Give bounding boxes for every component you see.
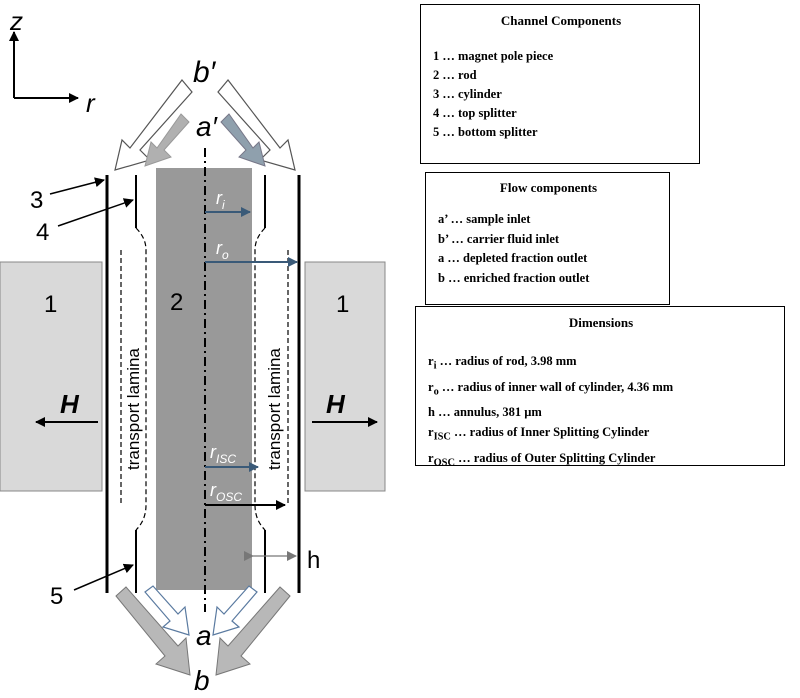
flow-components-box: Flow components a’ … sample inlet b’ … c… [425,172,670,305]
list-item: a … depleted fraction outlet [438,251,588,265]
channel-components-list: 1 … magnet pole piece 2 … rod 3 … cylind… [433,47,689,142]
label-5: 5 [50,583,63,610]
label-h: h [307,547,320,574]
sample-inlet-arrow-right [220,113,266,167]
label-a-prime: a′ [196,111,219,142]
leader-4 [57,198,134,227]
channel-components-box: Channel Components 1 … magnet pole piece… [420,4,700,164]
depleted-outlet-arrow-left [144,585,190,636]
list-item: h … annulus, 381 µm [428,405,542,419]
label-rod: 2 [170,289,183,316]
label-field-right: H [326,389,346,419]
label-a: a [196,620,212,651]
leader-3 [49,177,105,195]
dimensions-list: ri … radius of rod, 3.98 mm ro … radius … [428,351,774,473]
axis-r-label: r [86,88,96,118]
carrier-inlet-arrow-left [114,79,193,171]
transport-lamina-label-right: transport lamina [265,348,284,470]
flow-components-title: Flow components [499,180,598,195]
label-field-left: H [60,389,80,419]
axes-indicator: z r [9,6,96,118]
enriched-outlet-arrow-right [215,586,291,676]
label-b-prime: b′ [193,56,217,89]
label-3: 3 [30,187,43,214]
depleted-outlet-arrow-right [212,585,258,636]
pole-piece-left [0,261,103,492]
carrier-inlet-arrow-right [217,79,296,171]
list-item: ro … radius of inner wall of cylinder, 4… [428,379,674,398]
label-4: 4 [36,219,49,246]
label-r-isc: rISC [210,442,236,466]
transport-lamina-boundary-left [120,227,147,531]
list-item: rISC … radius of Inner Splitting Cylinde… [428,425,650,443]
transport-lamina-label-left: transport lamina [124,348,143,470]
label-b: b [194,665,210,696]
list-item: 4 … top splitter [433,106,517,120]
list-item: 1 … magnet pole piece [433,49,554,63]
label-r-i: ri [216,188,225,212]
label-pole-right: 1 [336,291,349,318]
enriched-outlet-arrow-left [115,586,191,676]
list-item: 5 … bottom splitter [433,125,538,139]
leader-5 [73,563,134,591]
label-pole-left: 1 [44,291,57,318]
sample-inlet-arrow-left [144,113,190,167]
flow-components-list: a’ … sample inlet b’ … carrier fluid inl… [438,210,659,288]
channel-components-title: Channel Components [500,13,622,28]
label-r-osc: rOSC [210,480,242,504]
list-item: b’ … carrier fluid inlet [438,231,560,246]
list-item: b … enriched fraction outlet [438,270,590,285]
list-item: 2 … rod [433,68,477,82]
dimensions-box: Dimensions ri … radius of rod, 3.98 mm r… [415,306,785,468]
list-item: rOSC … radius of Outer Splitting Cylinde… [428,450,656,469]
transport-lamina-boundary-right [254,227,289,531]
list-item: ri … radius of rod, 3.98 mm [428,354,577,372]
list-item: a’ … sample inlet [438,212,531,226]
dimensions-title: Dimensions [568,315,634,330]
list-item: 3 … cylinder [433,87,502,101]
label-r-o: ro [216,238,229,262]
pole-piece-right [304,261,386,492]
axis-z-label: z [9,6,23,36]
